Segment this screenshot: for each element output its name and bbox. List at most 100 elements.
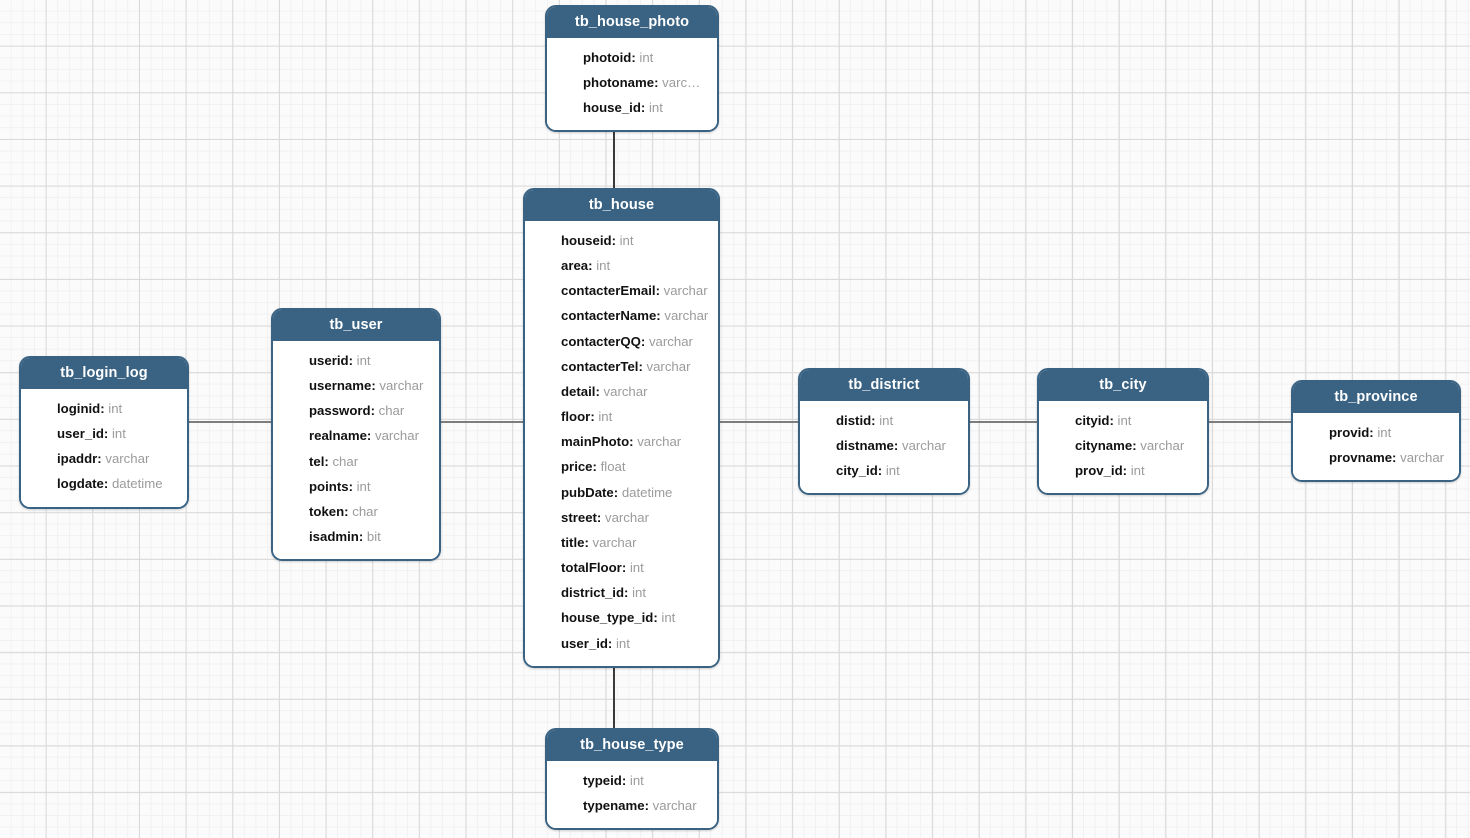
field-row[interactable]: area: int [531,253,712,278]
field-type: varchar [664,308,709,324]
field-type: float [600,459,626,475]
field-type: varchar [646,358,691,374]
field-row[interactable]: distname: varchar [806,433,962,458]
field-separator: : [640,100,649,116]
field-type: varchar [648,333,693,349]
field-row[interactable]: logdate: datetime [27,471,181,496]
field-separator: : [629,434,638,450]
field-row[interactable]: house_id: int [553,95,711,120]
field-row[interactable]: distid: int [806,408,962,433]
field-row[interactable]: prov_id: int [1045,458,1201,483]
field-row[interactable]: houseid: int [531,228,712,253]
connector-city-to-province[interactable] [1207,421,1293,423]
field-row[interactable]: price: float [531,454,712,479]
field-row[interactable]: provname: varchar [1299,445,1453,470]
field-row[interactable]: house_type_id: int [531,605,712,630]
field-row[interactable]: totalFloor: int [531,555,712,580]
field-separator: : [371,378,380,394]
field-row[interactable]: username: varchar [279,373,433,398]
field-row[interactable]: city_id: int [806,458,962,483]
field-row[interactable]: typename: varchar [553,793,711,818]
field-type: int [615,635,630,651]
field-row[interactable]: contacterName: varchar [531,303,712,328]
field-row[interactable]: contacterTel: varchar [531,354,712,379]
entity-title-tb_house_photo: tb_house_photo [547,7,717,38]
field-name: house_id [583,100,641,116]
connector-district-to-city[interactable] [968,421,1039,423]
field-row[interactable]: cityid: int [1045,408,1201,433]
entity-title-tb_province: tb_province [1293,382,1459,413]
field-type: char [332,453,359,469]
field-row[interactable]: photoid: int [553,45,711,70]
connector-user-to-house[interactable] [440,421,525,423]
field-row[interactable]: password: char [279,398,433,423]
field-name: cityname [1075,438,1133,454]
field-row[interactable]: contacterQQ: varchar [531,329,712,354]
field-separator: : [596,509,605,525]
field-row[interactable]: user_id: int [27,421,181,446]
field-row[interactable]: cityname: varchar [1045,433,1201,458]
field-name: distid [836,413,872,428]
field-row[interactable]: contacterEmail: varchar [531,278,712,303]
field-row[interactable]: street: varchar [531,505,712,530]
field-row[interactable]: ipaddr: varchar [27,446,181,471]
field-row[interactable]: title: varchar [531,530,712,555]
field-row[interactable]: points: int [279,474,433,499]
entity-title-tb_house_type: tb_house_type [547,730,717,761]
field-row[interactable]: detail: varchar [531,379,712,404]
field-type: int [598,409,613,425]
field-type: int [661,610,676,626]
field-separator: : [621,773,630,788]
field-name: userid [309,353,349,368]
field-row[interactable]: tel: char [279,449,433,474]
field-name: prov_id [1075,463,1123,479]
field-name: title [561,534,585,550]
field-type: varchar [105,451,150,467]
field-row[interactable]: floor: int [531,404,712,429]
field-separator: : [100,401,109,416]
connector-house-photo-to-house[interactable] [613,130,615,188]
field-type: varchar [1140,438,1185,454]
field-row[interactable]: mainPhoto: varchar [531,429,712,454]
connector-house-to-district[interactable] [718,421,800,423]
connector-login-log-to-user[interactable] [188,421,273,423]
field-name: isadmin [309,529,359,545]
field-name: area [561,258,589,274]
field-type: int [1130,463,1145,479]
field-type: int [629,773,644,788]
field-type: varchar [901,438,946,454]
field-row[interactable]: district_id: int [531,580,712,605]
field-row[interactable]: token: char [279,499,433,524]
connector-house-to-house-type[interactable] [613,663,615,729]
field-name: contacterName [561,308,657,324]
field-type: varchar [592,534,637,550]
field-name: username [309,378,372,394]
field-separator: : [366,428,375,444]
field-row[interactable]: loginid: int [27,396,181,421]
field-row[interactable]: provid: int [1299,420,1453,445]
field-name: price [561,459,593,475]
field-row[interactable]: userid: int [279,348,433,373]
field-row[interactable]: pubDate: datetime [531,480,712,505]
field-row[interactable]: typeid: int [553,768,711,793]
field-row[interactable]: isadmin: bit [279,524,433,549]
field-name: typeid [583,773,622,788]
field-separator: : [595,383,604,399]
field-row[interactable]: realname: varchar [279,423,433,448]
field-type: int [108,401,123,416]
field-separator: : [103,426,112,442]
field-row[interactable]: photoname: varc… [553,70,711,95]
field-row[interactable]: user_id: int [531,631,712,656]
field-separator: : [871,413,880,428]
